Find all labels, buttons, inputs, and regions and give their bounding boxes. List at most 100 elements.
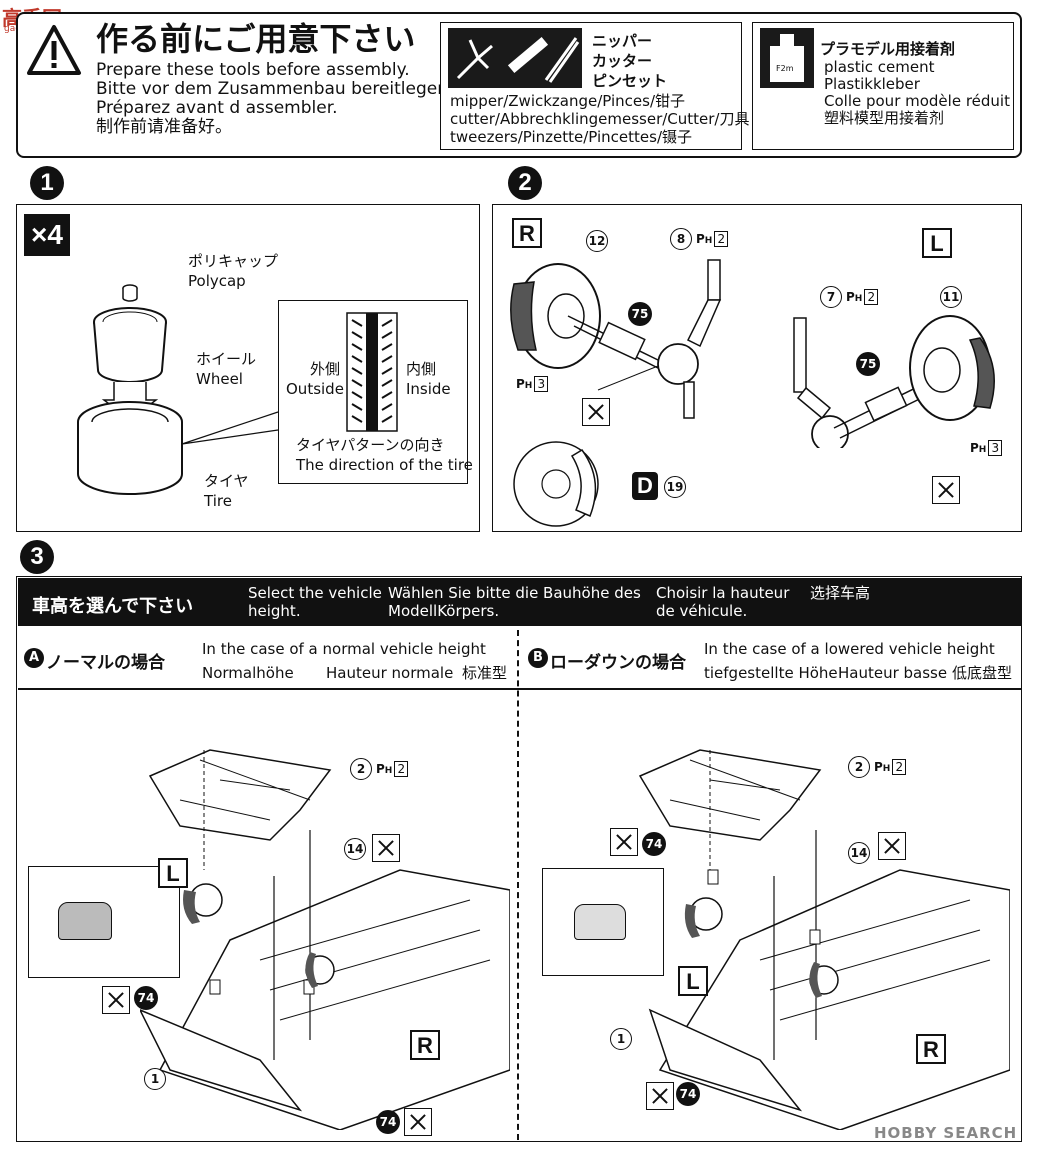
- part-2-marker-b: 2: [848, 756, 870, 778]
- header-title: 作る前にご用意下さい: [96, 20, 416, 58]
- band-en-1: Select the vehicle: [248, 584, 382, 602]
- band-cn: 选择车高: [810, 584, 871, 602]
- part-74-marker-a2: 74: [376, 1110, 400, 1134]
- tool-cutter-jp: カッター: [592, 52, 653, 70]
- part-12-marker: 12: [586, 230, 608, 252]
- part-74-marker-b2: 74: [676, 1082, 700, 1106]
- glue-prohibited-icon: [404, 1108, 432, 1136]
- tool-nipper-jp: ニッパー: [592, 32, 653, 50]
- part-2-marker-a: 2: [350, 758, 372, 780]
- tool-line-1: mipper/Zwickzange/Pinces/钳子: [450, 92, 686, 110]
- header-line-en: Prepare these tools before assembly.: [96, 60, 410, 80]
- outside-label-en: Outside: [286, 380, 344, 398]
- band-jp: 車高を選んで下さい: [32, 596, 194, 617]
- brake-disc-decal-illustration: [513, 441, 599, 527]
- cement-image: F2m: [760, 28, 814, 88]
- option-divider-horizontal: [18, 688, 1022, 690]
- cement-line-2: Plastikkleber: [824, 75, 920, 93]
- header-line-de: Bitte vor dem Zusammenbau bereitlegen.: [96, 79, 454, 99]
- band-fr-2: de véhicule.: [656, 602, 748, 620]
- tire-tread-pattern-icon: [346, 312, 398, 432]
- glue-prohibited-icon: [582, 398, 610, 426]
- right-side-label: R: [512, 218, 542, 248]
- tool-tweezers-jp: ピンセット: [592, 72, 668, 90]
- tire-direction-en: The direction of the tire: [296, 456, 473, 474]
- band-de-2: ModellKörpers.: [388, 602, 500, 620]
- step-1-number: 1: [30, 166, 64, 200]
- band-fr-1: Choisir la hauteur: [656, 584, 790, 602]
- glue-prohibited-icon: [878, 832, 906, 860]
- part-75-marker-right: 75: [628, 302, 652, 326]
- header-line-fr: Préparez avant d assembler.: [96, 98, 338, 118]
- inside-label-jp: 内側: [406, 360, 437, 378]
- tire-label-jp: タイヤ: [204, 472, 249, 490]
- outside-label-jp: 外側: [310, 360, 341, 378]
- part-1-marker-a: 1: [144, 1068, 166, 1090]
- header-line-cn: 制作前请准备好。: [96, 117, 232, 137]
- cement-line-4: 塑料模型用接着剂: [824, 109, 945, 127]
- part-8-marker: 8: [670, 228, 692, 250]
- right-side-label-a: R: [410, 1030, 440, 1060]
- option-b-en: In the case of a lowered vehicle height: [704, 640, 995, 658]
- step-3-number: 3: [20, 540, 54, 574]
- glue-prohibited-icon: [372, 834, 400, 862]
- part-74-marker-a1: 74: [134, 986, 158, 1010]
- quantity-badge: ×4: [24, 214, 70, 256]
- bottle-label: F2m: [776, 64, 794, 73]
- option-b-jp: ローダウンの場合: [550, 653, 686, 673]
- polycap-lowered-detail: [574, 904, 626, 940]
- wheel-label-en: Wheel: [196, 370, 243, 388]
- option-a-badge: A: [24, 648, 44, 668]
- wheel-label-jp: ホイール: [196, 350, 257, 368]
- part-75-marker-left: 75: [856, 352, 880, 376]
- polycap-label-en: Polycap: [188, 272, 246, 290]
- tool-line-2: cutter/Abbrechklingemesser/Cutter/刀具: [450, 110, 750, 128]
- inside-label-en: Inside: [406, 380, 451, 398]
- option-a-cn: 标准型: [462, 664, 508, 682]
- option-b-badge: B: [528, 648, 548, 668]
- glue-prohibited-icon: [646, 1082, 674, 1110]
- left-side-label: L: [922, 228, 952, 258]
- left-side-label-a: L: [158, 858, 188, 888]
- band-de-1: Wählen Sie bitte die Bauhöhe des: [388, 584, 641, 602]
- part-19-marker: 19: [664, 476, 686, 498]
- tire-direction-jp: タイヤパターンの向き: [296, 436, 445, 454]
- nipper-cutter-tweezers-icon: [456, 37, 580, 83]
- callout-pointer: [181, 411, 279, 445]
- cement-title: プラモデル用接着剤: [820, 40, 956, 58]
- decal-badge: D: [632, 472, 658, 500]
- option-divider-vertical: [517, 630, 519, 1140]
- vehicle-height-band: 車高を選んで下さい Select the vehicle height. Wäh…: [18, 578, 1022, 626]
- polycap-normal-detail: [58, 902, 112, 940]
- right-brake-assembly: [510, 259, 722, 419]
- cement-line-3: Colle pour modèle réduit: [824, 92, 1010, 110]
- tire-label-en: Tire: [204, 492, 232, 510]
- chassis-lowered-illustration: [638, 749, 1010, 1130]
- option-a-en: In the case of a normal vehicle height: [202, 640, 486, 658]
- option-a-de: Normalhöhe: [202, 664, 294, 682]
- left-side-label-b: L: [678, 966, 708, 996]
- cement-line-1: plastic cement: [824, 58, 935, 76]
- polycap-label-jp: ポリキャップ: [188, 252, 279, 270]
- wheel-tire-illustration: [77, 284, 183, 495]
- part-14-marker-b: 14: [848, 842, 870, 864]
- footer-logo: HOBBY SEARCH: [874, 1124, 1018, 1142]
- band-en-2: height.: [248, 602, 301, 620]
- glue-prohibited-icon: [932, 476, 960, 504]
- option-b-cn: 低底盘型: [952, 664, 1013, 682]
- right-side-label-b: R: [916, 1034, 946, 1064]
- option-a-fr: Hauteur normale: [326, 664, 454, 682]
- tools-image: [448, 28, 582, 88]
- part-7-marker: 7: [820, 286, 842, 308]
- part-74-marker-b1: 74: [642, 832, 666, 856]
- tool-line-3: tweezers/Pinzette/Pincettes/镊子: [450, 128, 693, 146]
- left-brake-assembly: [793, 315, 995, 448]
- part-14-marker-a: 14: [344, 838, 366, 860]
- cement-bottle-icon: [770, 34, 804, 82]
